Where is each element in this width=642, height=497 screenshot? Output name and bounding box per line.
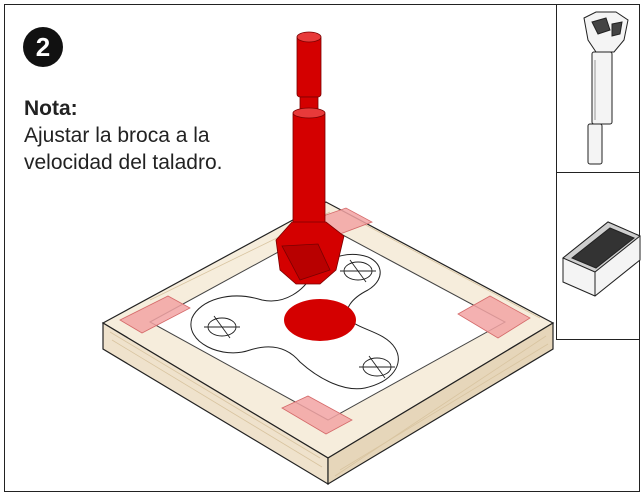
masking-tape: [119, 207, 531, 435]
sanding-block-icon: [562, 221, 641, 297]
note-block: Nota: Ajustar la broca a la velocidad de…: [24, 96, 222, 176]
note-line-2: velocidad del taladro.: [24, 151, 223, 174]
step-number-badge: 2: [23, 27, 63, 67]
center-hole: [284, 299, 356, 341]
tools-panel-divider: [556, 172, 640, 173]
note-title: Nota:: [24, 97, 78, 120]
forstner-bit-icon: [583, 11, 629, 165]
note-line-1: Ajustar la broca a la: [24, 124, 210, 147]
template-outline: [190, 253, 399, 390]
hole-marks: [204, 259, 395, 379]
forstner-drill-bit: [275, 31, 345, 285]
